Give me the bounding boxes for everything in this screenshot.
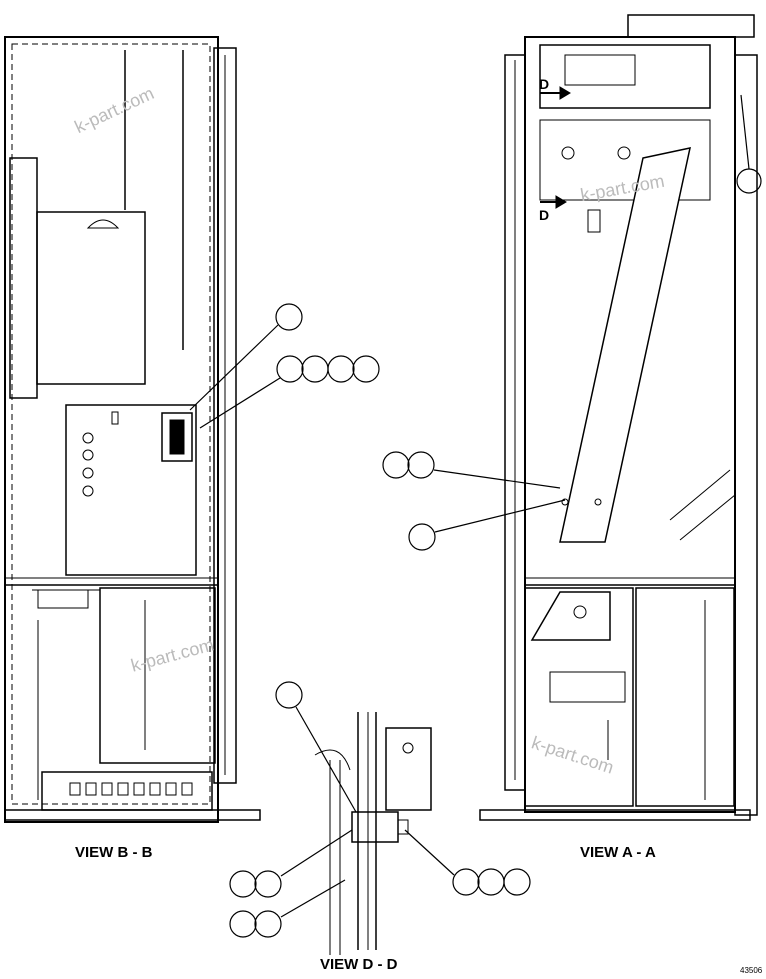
view-d-title: VIEW D - D xyxy=(320,956,398,973)
view-b-title: VIEW B - B xyxy=(75,844,153,861)
section-marker-top: D xyxy=(539,76,549,92)
view-a-title: VIEW A - A xyxy=(580,844,656,861)
callout-bubbles xyxy=(189,94,762,938)
view-d-detail xyxy=(314,712,432,955)
drawing-number: 43506 xyxy=(740,966,763,975)
view-a-cabinet xyxy=(479,14,758,821)
section-marker-bottom: D xyxy=(539,207,549,223)
view-b-cabinet xyxy=(4,36,261,823)
terminal-strip-1 xyxy=(124,50,184,350)
section-d-arrows xyxy=(540,86,571,209)
connector-row xyxy=(69,782,193,796)
